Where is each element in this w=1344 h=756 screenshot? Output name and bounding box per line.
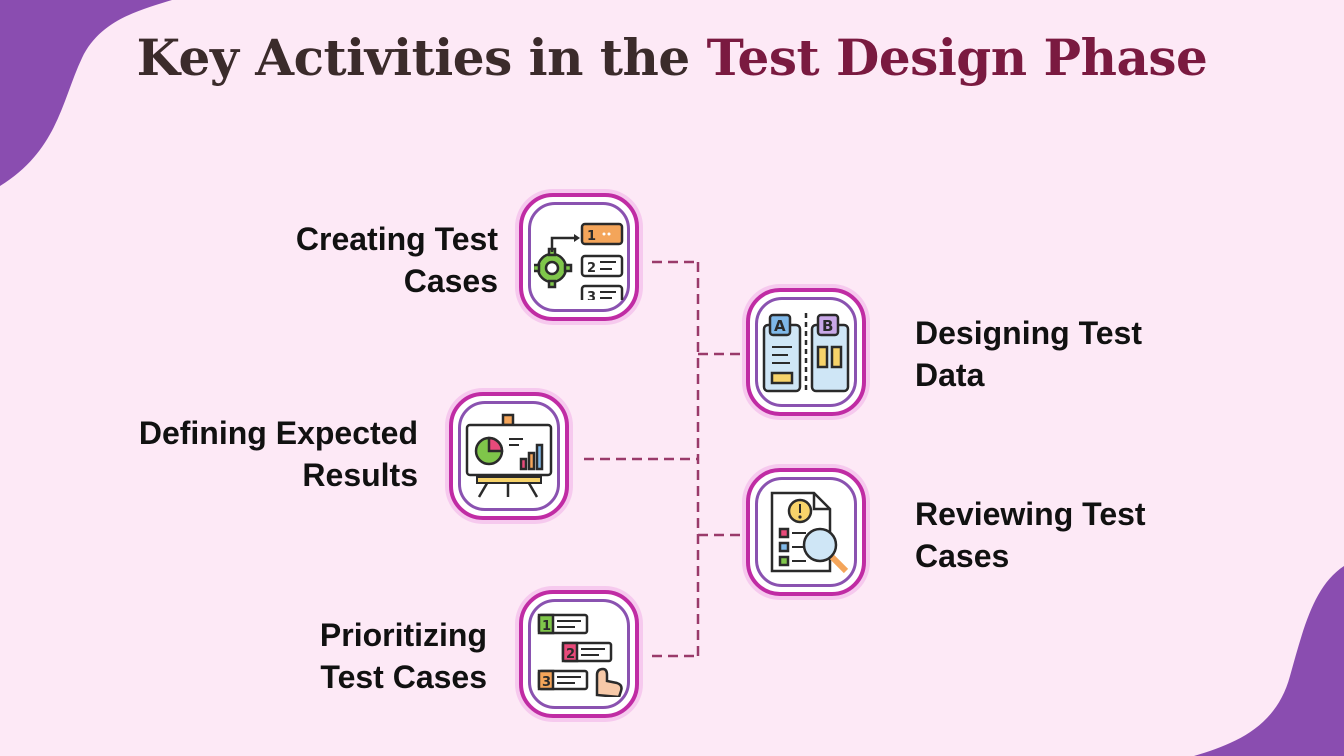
label-prioritizing-test-cases: Prioritizing Test Cases — [319, 617, 487, 695]
tile-designing-test-data: A B — [746, 288, 866, 416]
document-magnifier-icon — [770, 491, 849, 574]
bottom-right-blob — [1194, 566, 1344, 756]
svg-text:1: 1 — [542, 619, 551, 634]
presentation-chart-icon — [465, 413, 553, 498]
svg-text:2: 2 — [587, 261, 596, 276]
svg-text:3: 3 — [587, 290, 596, 300]
svg-text:2: 2 — [566, 647, 575, 662]
svg-text:1: 1 — [587, 229, 596, 244]
priority-list-icon: 1 2 3 — [537, 613, 623, 697]
gear-workflow-icon: 1 2 3 — [534, 222, 624, 300]
ab-comparison-icon: A B — [762, 313, 850, 393]
label-reviewing-test-cases: Reviewing Test Cases — [915, 496, 1146, 574]
label-designing-test-data: Designing Test Data — [915, 315, 1142, 393]
svg-text:A: A — [774, 317, 786, 335]
tile-reviewing-test-cases — [746, 468, 866, 596]
title-part-dark: Key Activities in the — [136, 28, 690, 87]
title-part-accent: Test Design Phase — [706, 28, 1208, 87]
svg-text:3: 3 — [542, 675, 551, 690]
label-creating-test-cases: Creating Test Cases — [295, 221, 498, 299]
tile-defining-expected-results — [449, 392, 569, 520]
tile-prioritizing-test-cases: 1 2 3 — [519, 590, 639, 718]
tile-creating-test-cases: 1 2 3 — [519, 193, 639, 321]
label-defining-expected-results: Defining Expected Results — [138, 415, 418, 493]
page-title: Key Activities in the Test Design Phase — [0, 28, 1344, 87]
top-left-blob — [0, 0, 172, 186]
svg-text:B: B — [822, 317, 833, 335]
